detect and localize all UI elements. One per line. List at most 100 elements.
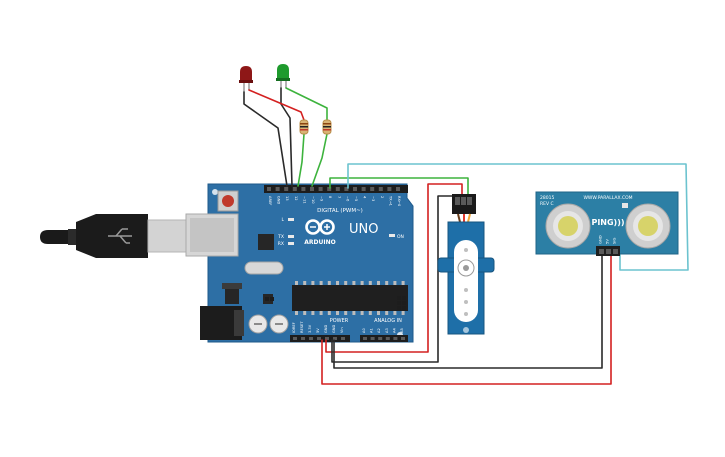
digital-pin[interactable] [387,187,392,191]
green-led[interactable] [276,64,290,88]
digital-pin[interactable] [284,187,289,191]
power-pin[interactable] [317,337,321,340]
led-l [288,218,294,221]
wire-resistor1-pin13 [297,133,305,187]
power-pin[interactable] [309,337,313,340]
digital-pin-label: ~9 [320,196,324,202]
analog-pin[interactable] [370,337,375,340]
atmega-chip [292,285,408,311]
servo-horn[interactable] [454,240,478,322]
arduino-logo-icon [305,219,335,235]
analog-pin-label: A2 [377,328,381,333]
digital-pin[interactable] [378,187,383,191]
digital-pin[interactable] [361,187,366,191]
usb-icon [108,228,132,244]
digital-pin[interactable] [370,187,375,191]
digital-pin-label: 8 [328,196,332,199]
wire-red-led-anode [248,89,305,121]
voltage-regulator [225,288,239,304]
wire-servo-5v [325,183,463,353]
ping-ultrasonic-sensor[interactable]: 28015 REV C WWW.PARALLAX.COM PING))) GND… [535,191,679,256]
digital-pin[interactable] [292,187,297,191]
analog-pin[interactable] [378,337,383,340]
digital-pin[interactable] [267,187,271,191]
icsp-header [265,296,406,310]
digital-pin-label: ~5 [354,196,358,201]
wire-green-led-anode [285,87,328,121]
digital-pin[interactable] [353,187,357,191]
power-pin-label: Vin [340,327,344,333]
resistor-1[interactable] [299,119,309,135]
digital-label: DIGITAL (PWM~) [317,208,363,214]
digital-pin-label: ~6 [345,196,349,202]
red-led[interactable] [239,66,253,92]
power-header-pins[interactable] [293,337,345,340]
analog-header-pins[interactable] [363,337,405,340]
power-pin[interactable] [333,337,337,340]
usb-interface-chip [258,234,274,250]
analog-label: ANALOG IN [374,318,402,324]
power-pin-label: IOREF [292,322,296,333]
digital-pin[interactable] [318,187,323,191]
mount-hole [212,189,218,195]
wire-green-led-gnd [280,87,293,187]
digital-pin[interactable] [396,187,400,191]
reset-button-cap[interactable] [222,195,234,207]
sensor-pin-label: SIG [612,237,617,244]
sensor-pin-label: 5V [605,239,610,244]
power-pin-label: RESET [300,321,304,333]
digital-pin-label: RX←0 [397,196,401,207]
crystal-oscillator [244,261,284,275]
servo-motor[interactable] [437,194,495,335]
sensor-pin-label: GND [598,235,603,244]
power-pin[interactable] [293,337,297,340]
digital-pin-label: TX→1 [388,195,392,206]
digital-pin[interactable] [327,187,332,191]
analog-header [360,335,408,342]
digital-pin-label: AREF [268,196,272,205]
power-label: POWER [330,318,349,324]
digital-pin[interactable] [275,187,280,191]
transducer-left [545,203,591,249]
led-tx-label: TX [277,234,284,240]
digital-pin[interactable] [335,187,340,191]
analog-pin[interactable] [393,337,398,340]
analog-pin-label: A3 [385,328,389,333]
digital-header-pins[interactable] [267,187,400,191]
power-pin[interactable] [325,337,329,340]
digital-pin[interactable] [301,187,306,191]
analog-pin[interactable] [401,337,405,340]
analog-pin-label: A0 [362,328,366,333]
digital-pin-label: 4 [363,196,367,199]
led-on-label: ON [397,234,404,240]
digital-pin-label: GND [277,196,281,204]
digital-pin-label: 2 [380,196,384,198]
digital-pin[interactable] [344,187,349,191]
analog-pin[interactable] [363,337,367,340]
brand-label: ARDUINO [304,239,335,246]
atmega-chip-pins [295,281,405,315]
digital-pin-label: 12 [294,196,298,201]
wire-servo-signal [329,177,469,197]
wire-sensor-5v [321,254,612,385]
digital-pin-label: ~3 [371,196,375,201]
led-on [389,234,395,237]
wire-resistor2-pin12 [311,133,328,187]
usb-b-inner [190,218,234,252]
power-pin-label: GND [332,325,336,333]
digital-pin-label: 13 [285,196,289,201]
resistor-2[interactable] [322,119,332,135]
power-pin[interactable] [301,337,305,340]
sensor-rev-line2: REV C [540,201,554,207]
power-pin[interactable] [341,337,345,340]
power-pin-label: GND [324,325,328,333]
digital-pin-label: ~10 [311,196,315,204]
usb-cable-end [40,230,70,244]
dc-jack-tip [234,310,244,336]
digital-pin[interactable] [310,187,314,191]
analog-pin[interactable] [385,337,390,340]
